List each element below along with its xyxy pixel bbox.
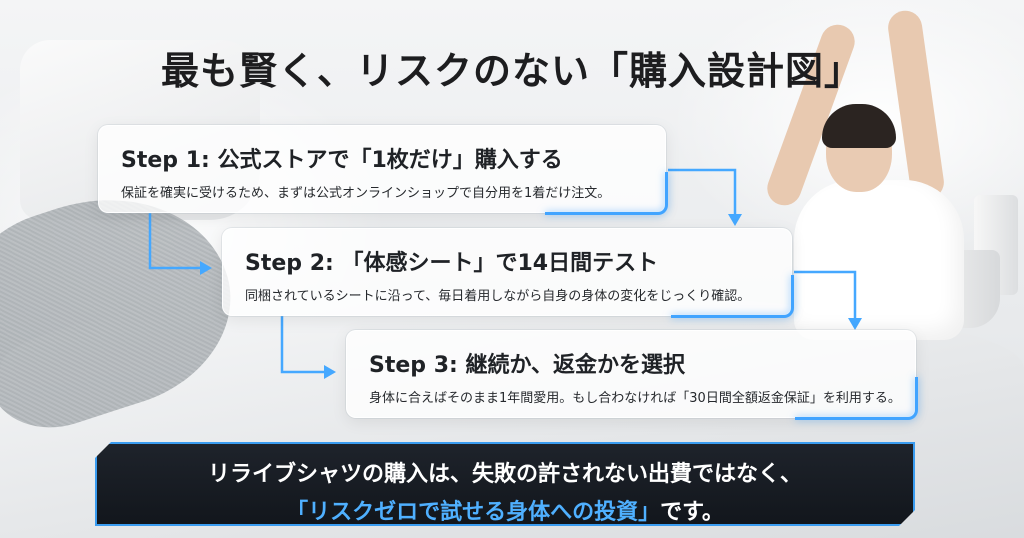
arrow-head-3 [728, 214, 742, 226]
banner-line-2-end: です。 [660, 500, 724, 525]
person-torso [794, 180, 964, 340]
person-arm-right [885, 8, 947, 202]
page-title: 最も賢く、リスクのない「購入設計図」 [160, 49, 863, 93]
step-card-3: Step 3: 継続か、返金かを選択 身体に合えばそのまま1年間愛用。もし合わな… [346, 330, 916, 418]
arrow-step1-to-step2-right [668, 168, 737, 218]
step-card-1: Step 1: 公式ストアで「1枚だけ」購入する 保証を確実に受けるため、まずは… [98, 125, 666, 213]
step-card-2: Step 2: 「体感シート」で14日間テスト 同梱されているシートに沿って、毎… [222, 228, 792, 316]
person-hair [822, 104, 896, 148]
step-heading: Step 1: 公式ストアで「1枚だけ」購入する [121, 148, 563, 173]
step-description: 同梱されているシートに沿って、毎日着用しながら自身の身体の変化をじっくり確認。 [245, 289, 751, 304]
banner-highlight: 「リスクゼロで試せる身体への投資」 [286, 500, 661, 525]
banner-line-1: リライブシャツの購入は、失敗の許されない出費ではなく、 [207, 462, 802, 487]
banner-line-2: 「リスクゼロで試せる身体への投資」です。 [97, 494, 913, 526]
step-description: 保証を確実に受けるため、まずは公式オンラインショップで自分用を1着だけ注文。 [121, 186, 611, 201]
summary-banner: リライブシャツの購入は、失敗の許されない出費ではなく、 「リスクゼロで試せる身体… [95, 442, 915, 526]
step-description: 身体に合えばそのまま1年間愛用。もし合わなければ「30日間全額返金保証」を利用す… [369, 391, 901, 406]
step-heading: Step 2: 「体感シート」で14日間テスト [245, 251, 659, 276]
step-heading: Step 3: 継続か、返金かを選択 [369, 353, 686, 378]
